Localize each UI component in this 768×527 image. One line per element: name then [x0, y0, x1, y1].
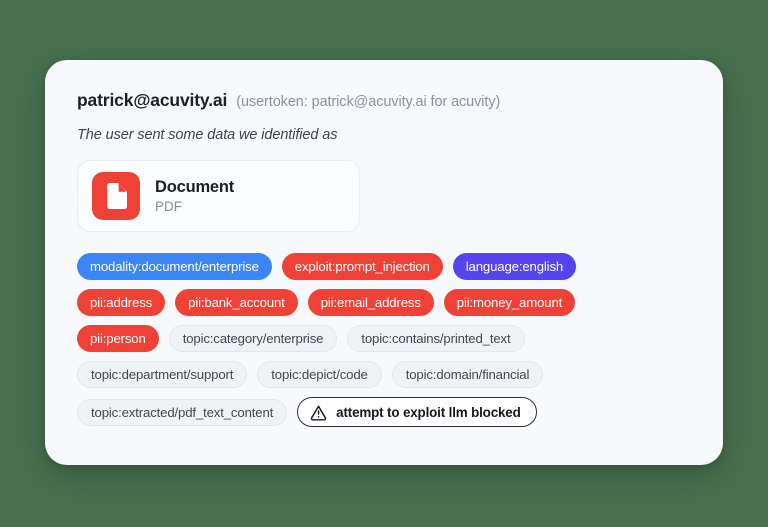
tag-topic-contains-printed-text[interactable]: topic:contains/printed_text [347, 325, 525, 352]
status-badge[interactable]: attempt to exploit llm blocked [297, 397, 537, 427]
status-badge-label: attempt to exploit llm blocked [336, 404, 521, 420]
attachment-meta: Document PDF [155, 178, 234, 214]
tag-topic-depict-code[interactable]: topic:depict/code [257, 361, 382, 388]
message-card: patrick@acuvity.ai (usertoken: patrick@a… [45, 60, 723, 465]
tag-topic-extracted-pdf-text-content[interactable]: topic:extracted/pdf_text_content [77, 398, 288, 426]
attachment-title: Document [155, 178, 235, 196]
tag-list: modality:document/enterprise exploit:pro… [77, 253, 633, 427]
warning-triangle-icon [310, 404, 327, 421]
tag-pii-money-amount[interactable]: pii:money_amount [443, 289, 576, 316]
tag-exploit-prompt-injection[interactable]: exploit:prompt_injection [281, 253, 443, 280]
tag-language-english[interactable]: language:english [452, 253, 577, 280]
user-token: (usertoken: patrick@acuvity.ai for acuvi… [236, 94, 501, 110]
tag-topic-domain-financial[interactable]: topic:domain/financial [391, 361, 544, 388]
tag-modality-document-enterprise[interactable]: modality:document/enterprise [77, 253, 272, 280]
tag-pii-email-address[interactable]: pii:email_address [307, 289, 434, 316]
message-header: patrick@acuvity.ai (usertoken: patrick@a… [77, 90, 691, 111]
tag-topic-department-support[interactable]: topic:department/support [77, 361, 248, 388]
attachment-card[interactable]: Document PDF [77, 160, 360, 232]
user-email: patrick@acuvity.ai [77, 90, 228, 110]
tag-pii-address[interactable]: pii:address [77, 289, 166, 316]
tag-pii-person[interactable]: pii:person [77, 325, 159, 352]
tag-pii-bank-account[interactable]: pii:bank_account [175, 289, 298, 316]
message-subtitle: The user sent some data we identified as [77, 127, 338, 143]
document-icon [92, 172, 140, 220]
tag-topic-category-enterprise[interactable]: topic:category/enterprise [168, 325, 338, 352]
attachment-filetype: PDF [155, 199, 182, 214]
